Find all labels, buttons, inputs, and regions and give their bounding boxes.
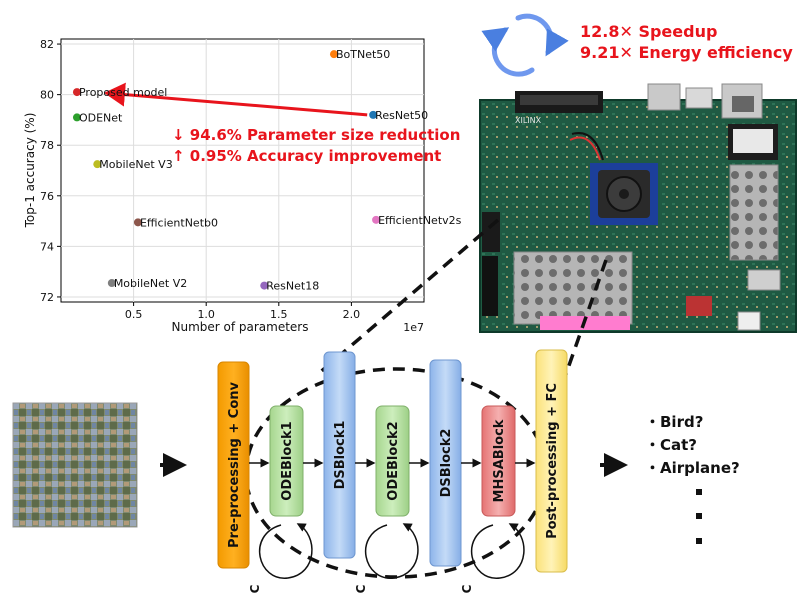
preprocessing-conv-block (217, 361, 250, 569)
y-tick-label: 74 (40, 240, 54, 253)
scatter-chart: 0.5 1.0 1.5 2.0 72 74 76 78 80 82 Proposed modelO… (23, 38, 462, 334)
input-image-grid (12, 402, 138, 528)
output-label-airplane: ・Airplane? (645, 459, 740, 477)
loop-c-label: C (460, 584, 474, 593)
board-brand-text: XILINX (515, 116, 542, 125)
preprocessing-conv-label: Pre-processing + Conv (227, 381, 242, 547)
output-label-cat: ・Cat? (645, 436, 697, 454)
y-tick-label: 72 (40, 291, 54, 304)
y-axis-label: Top-1 accuracy (%) (23, 113, 37, 229)
scatter-point (72, 113, 81, 122)
pipeline: Pre-processing + Conv ODEBlock1 DSBlock1… (217, 349, 568, 593)
y-tick-label: 76 (40, 190, 54, 203)
y-tick-label: 82 (40, 38, 54, 51)
loop-c-label: C (248, 584, 262, 593)
scatter-point-label: MobileNet V2 (114, 277, 187, 290)
loop-arrow (258, 523, 313, 579)
scatter-point-label: ODENet (79, 111, 123, 124)
loop-c-label: C (354, 584, 368, 593)
scatter-point (260, 281, 269, 290)
axis-ticks: 0.5 1.0 1.5 2.0 72 74 76 78 80 82 (40, 38, 360, 321)
odeblock2-label: ODEBlock2 (386, 421, 401, 500)
y-tick-label: 78 (40, 139, 54, 152)
postprocessing-fc-label: Post-processing + FC (545, 383, 560, 539)
more-outputs-ellipsis (696, 489, 702, 544)
x-tick-label: 0.5 (125, 308, 143, 321)
mhsablock (481, 405, 516, 517)
zoom-line-right (564, 259, 608, 375)
scatter-point-label: EfficientNetb0 (140, 216, 218, 229)
refresh-icon (481, 13, 569, 77)
x-tick-label: 1.5 (270, 308, 288, 321)
mhsablock-label: MHSABlock (492, 419, 507, 502)
x-tick-label: 1.0 (197, 308, 215, 321)
x-axis-offset: 1e7 (403, 321, 424, 334)
scatter-point-label: EfficientNetv2s (378, 214, 462, 227)
y-tick-label: 80 (40, 89, 54, 102)
dsblock1 (323, 351, 356, 559)
scatter-point (372, 215, 381, 224)
x-tick-label: 2.0 (343, 308, 361, 321)
postprocessing-fc-block (535, 349, 568, 573)
scatter-point (107, 279, 116, 288)
fpga-board-image: XILINX (479, 83, 797, 333)
scatter-point-label: BoTNet50 (336, 48, 390, 61)
x-axis-label: Number of parameters (171, 320, 308, 334)
scatter-point-label: MobileNet V3 (99, 158, 172, 171)
scatter-point (329, 50, 338, 59)
odeblock2 (375, 405, 410, 517)
energy-efficiency-text: 9.21✕ Energy efficiency (580, 43, 793, 62)
odeblock1 (269, 405, 304, 517)
output-label-bird: ・Bird? (645, 413, 703, 431)
dsblock2-label: DSBlock2 (439, 429, 454, 498)
param-reduction-annotation: ↓ 94.6% Parameter size reduction (172, 126, 460, 144)
loop-arrow (470, 523, 525, 579)
scatter-point-label: ResNet18 (266, 280, 319, 293)
scatter-point-label: ResNet50 (375, 109, 428, 122)
accuracy-improvement-annotation: ↑ 0.95% Accuracy improvement (172, 147, 441, 165)
scatter-point-label: Proposed model (79, 86, 167, 99)
scatter-point (72, 88, 81, 97)
parameter-reduction-arrow (103, 82, 368, 117)
loop-arrow (364, 523, 419, 579)
scatter-point (133, 218, 142, 227)
scatter-point (369, 110, 378, 119)
odeblock1-label: ODEBlock1 (280, 421, 295, 500)
dsblock1-label: DSBlock1 (333, 421, 348, 490)
scatter-point (93, 160, 102, 169)
speedup-text: 12.8✕ Speedup (580, 22, 717, 41)
